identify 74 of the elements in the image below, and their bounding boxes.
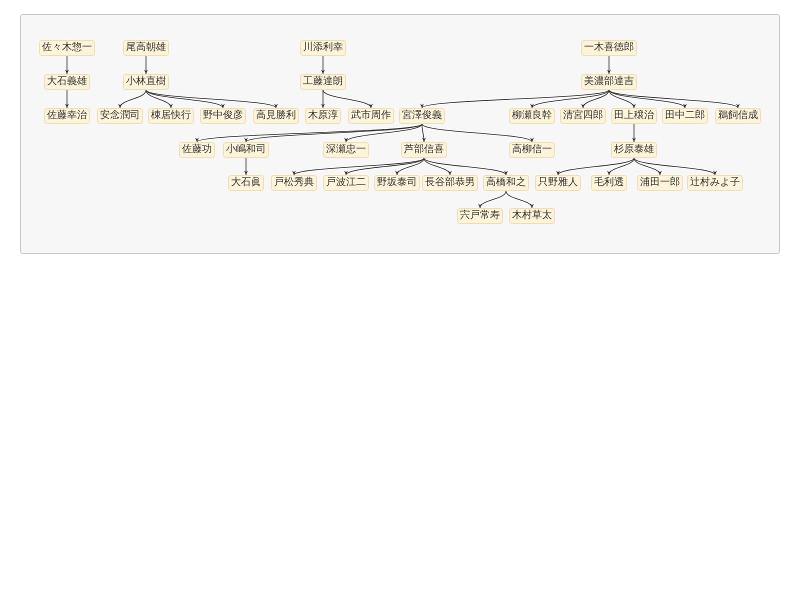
arrow [422, 90, 610, 108]
name-box: 尾高朝雄 [123, 40, 169, 56]
name-box: 棟居快行 [148, 108, 194, 124]
name-box: 宮澤俊義 [399, 108, 445, 124]
name-box: 木原淳 [305, 108, 341, 124]
name-box: 宍戸常寿 [457, 208, 503, 224]
arrow [346, 158, 424, 176]
arrow [322, 90, 372, 108]
name-box: 小林直樹 [123, 74, 169, 90]
name-box: 安念潤司 [97, 108, 143, 124]
name-box: 高柳信一 [509, 142, 555, 158]
arrow [582, 90, 610, 108]
arrow [608, 90, 635, 108]
arrow [119, 90, 146, 108]
name-box: 大石眞 [228, 175, 264, 191]
name-box: 戸松秀典 [271, 175, 317, 191]
arrow [424, 158, 451, 176]
name-box: 長谷部恭男 [422, 175, 478, 191]
arrow [321, 56, 325, 74]
arrow [422, 124, 532, 142]
arrow [65, 56, 69, 74]
name-box: 小嶋和司 [223, 142, 269, 158]
name-box: 深瀬忠一 [323, 142, 369, 158]
name-box: 佐藤幸治 [44, 108, 90, 124]
arrow [196, 124, 422, 142]
name-box: 木村草太 [509, 208, 555, 224]
name-box: 戸波江二 [323, 175, 369, 191]
name-box: 鵜飼信成 [715, 108, 761, 124]
name-box: 一木喜徳郎 [581, 40, 637, 56]
arrow [246, 124, 422, 142]
name-box: 毛利透 [591, 175, 627, 191]
name-box: 佐々木惣一 [39, 40, 95, 56]
name-box: 芦部信喜 [401, 142, 447, 158]
name-box: 高見勝利 [253, 108, 299, 124]
arrow [558, 158, 634, 176]
arrow [146, 90, 276, 108]
arrow [506, 190, 533, 208]
name-box: 工藤達朗 [300, 74, 346, 90]
arrow [479, 190, 506, 208]
arrow [608, 90, 686, 108]
arrow [422, 124, 426, 142]
arrow [294, 158, 424, 176]
name-box: 野中俊彦 [200, 108, 246, 124]
name-box: 杉原泰雄 [611, 142, 657, 158]
name-box: 佐藤功 [179, 142, 215, 158]
arrow [532, 90, 610, 108]
arrow [144, 56, 148, 74]
name-box: 高橋和之 [483, 175, 529, 191]
arrow [634, 158, 716, 176]
arrow [424, 158, 506, 176]
name-box: 只野雅人 [535, 175, 581, 191]
arrow [146, 90, 172, 108]
arrow [607, 56, 611, 74]
arrow [608, 90, 738, 108]
arrow [244, 158, 248, 176]
arrow [65, 90, 69, 108]
name-box: 辻村みよ子 [687, 175, 743, 191]
name-box: 美濃部達吉 [581, 74, 637, 90]
arrow [146, 90, 224, 108]
name-box: 野坂泰司 [374, 175, 420, 191]
arrow [608, 158, 634, 176]
name-box: 浦田一郎 [637, 175, 683, 191]
name-box: 大石義雄 [44, 74, 90, 90]
name-box: 柳瀬良幹 [509, 108, 555, 124]
arrow [396, 158, 424, 176]
arrow [346, 124, 422, 142]
name-box: 清宮四郎 [560, 108, 606, 124]
name-box: 武市周作 [348, 108, 394, 124]
arrow [634, 158, 661, 176]
name-box: 川添利幸 [300, 40, 346, 56]
arrow [632, 124, 636, 142]
name-box: 田中二郎 [662, 108, 708, 124]
name-box: 田上穣治 [611, 108, 657, 124]
arrow [321, 90, 325, 108]
